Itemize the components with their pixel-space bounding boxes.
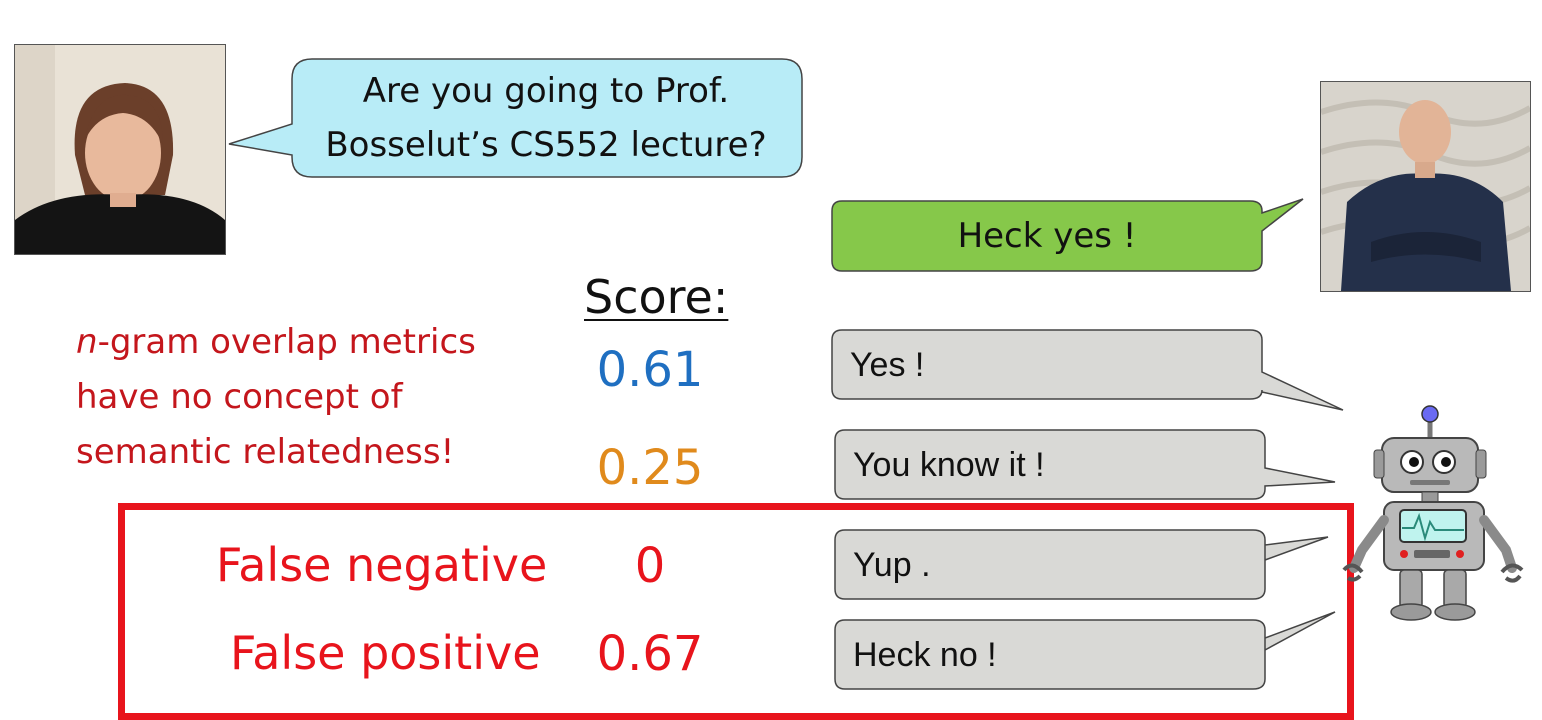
note-line-3: semantic relatedness!: [76, 432, 455, 472]
professor-photo: [1320, 81, 1531, 292]
question-line-1: Are you going to Prof.: [362, 71, 730, 111]
answer-text: Heck yes !: [957, 216, 1137, 256]
false-positive-label: False positive: [230, 626, 541, 680]
candidate-text: Yup .: [853, 545, 931, 584]
metric-note: n-gram overlap metrics have no concept o…: [76, 315, 536, 480]
candidate-text: You know it !: [853, 445, 1045, 484]
question-line-2: Bosselut’s CS552 lecture?: [325, 125, 767, 165]
robot-icon: [1342, 405, 1524, 621]
score-value: 0.61: [596, 342, 704, 398]
note-line-2: have no concept of: [76, 377, 403, 417]
question-text: Are you going to Prof. Bosselut’s CS552 …: [296, 62, 796, 174]
false-results-box: [118, 503, 1354, 720]
note-italic-n: n: [76, 322, 98, 362]
score-value: 0.67: [596, 626, 704, 682]
score-heading: Score:: [584, 270, 729, 324]
note-line-1: -gram overlap metrics: [97, 322, 476, 362]
candidate-text: Heck no !: [853, 635, 997, 674]
candidate-text: Yes !: [850, 345, 925, 384]
score-value: 0: [634, 538, 666, 594]
false-negative-label: False negative: [216, 538, 548, 592]
score-value: 0.25: [596, 440, 704, 496]
student-photo: [14, 44, 226, 255]
